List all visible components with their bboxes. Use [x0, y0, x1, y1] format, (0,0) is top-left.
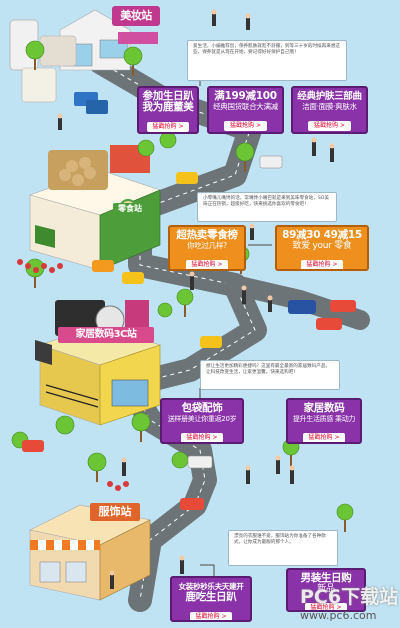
promo-skincare-trio[interactable]: 经典护肤三部曲 洁面·面膜·爽肤水 猛戳抢购 >: [291, 86, 368, 134]
clothing-store-sign: 服饰站: [90, 503, 140, 521]
promo-title: 经典护肤三部曲: [297, 91, 362, 102]
promo-birthday-party[interactable]: 参加生日趴 我为鹿董美 猛戳抢购 >: [137, 86, 199, 134]
promo-subtitle: 新品: [317, 584, 335, 594]
promo-hot-snacks[interactable]: 超热卖零食榜 你吃过几样? 猛戳抢购 >: [168, 225, 246, 271]
shop-now-button[interactable]: 猛戳抢购 >: [300, 260, 344, 269]
promo-subtitle: 鹿吃生日趴: [185, 591, 237, 603]
promo-title: 89减30 49减15: [282, 229, 362, 241]
promo-title: 家居数码: [303, 402, 345, 414]
promo-title: 女装秒秒乐夫天建开: [178, 582, 244, 591]
beauty-store-building: [9, 6, 160, 103]
digital-store-sign: 家居数码3C站: [58, 327, 154, 343]
snack-store-sign: 零食站: [113, 203, 147, 215]
shop-now-button[interactable]: 猛戳抢购 >: [302, 433, 346, 442]
promo-subtitle: 洁面·面膜·爽肤水: [302, 102, 357, 111]
shop-now-button[interactable]: 猛戳抢购 >: [224, 121, 267, 131]
promo-title: 参加生日趴: [142, 90, 194, 102]
promo-menswear[interactable]: 男装生日购 新品 猛戳抢购 >: [286, 568, 366, 612]
promo-subtitle: 提升生活质感 乘动力: [292, 415, 356, 423]
shop-now-button[interactable]: 猛戳抢购 >: [146, 122, 190, 132]
beauty-intro-text: 爱生活，小编推荐您，保养肌肤就趁不舒服，到等三十岁的时候再来想这些，保养就是从现…: [187, 40, 347, 81]
promo-subtitle: 经典国货联合大满减: [213, 102, 278, 111]
promo-89-minus-30[interactable]: 89减30 49减15 致爱 your 零食 猛戳抢购 >: [275, 225, 369, 271]
digital-store-building: [35, 300, 161, 426]
promo-title: 超热卖零食榜: [176, 229, 238, 241]
beauty-store-sign: 美妆站: [120, 9, 152, 22]
promo-subtitle: 送样册美让你重返20岁: [167, 415, 237, 423]
promo-title: 包袋配饰: [181, 402, 223, 414]
shop-now-button[interactable]: 猛戳抢购 >: [304, 603, 348, 610]
shop-now-button[interactable]: 猛戳抢购 >: [185, 260, 229, 269]
promo-subtitle: 你吃过几样?: [187, 241, 227, 250]
promo-title: 满199减100: [214, 90, 277, 102]
clothing-intro-text: 漂亮的衣服谁不爱，服饰站为你准备了各种款式，让你成为最靓的那个人。: [228, 530, 338, 566]
shop-now-button[interactable]: 猛戳抢购 >: [308, 121, 351, 131]
promo-subtitle: 我为鹿董美: [142, 101, 194, 113]
promo-subtitle: 致爱 your 零食: [292, 241, 352, 251]
snack-intro-text: 小零嘴儿嘴馋的话，常嘴馋小嘴巴就是来到美味零食站，SO美味正在热销，超级好吃，快…: [197, 192, 337, 222]
watermark-url: www.pc6.com: [300, 609, 377, 622]
flowers: [17, 259, 129, 491]
promo-199-minus-100[interactable]: 满199减100 经典国货联合大满减 猛戳抢购 >: [207, 86, 284, 134]
vehicles: [22, 92, 356, 510]
shop-now-button[interactable]: 猛戳抢购 >: [180, 433, 224, 442]
watermark-brand: PC6下载站: [300, 586, 399, 608]
promo-bags-accessories[interactable]: 包袋配饰 送样册美让你重返20岁 猛戳抢购 >: [160, 398, 244, 444]
shop-now-button[interactable]: 猛戳抢购 >: [189, 612, 233, 620]
digital-intro-text: 想让生活更加精彩便捷吗？这里有最全最新的家居数码产品，让科技改变生活，让家更温馨…: [200, 360, 340, 390]
promo-title: 男装生日购: [300, 572, 352, 584]
promo-womenswear[interactable]: 女装秒秒乐夫天建开 鹿吃生日趴 猛戳抢购 >: [170, 576, 252, 622]
striped-awning: [30, 540, 100, 550]
promo-home-digital[interactable]: 家居数码 提升生活质感 乘动力 猛戳抢购 >: [286, 398, 362, 444]
